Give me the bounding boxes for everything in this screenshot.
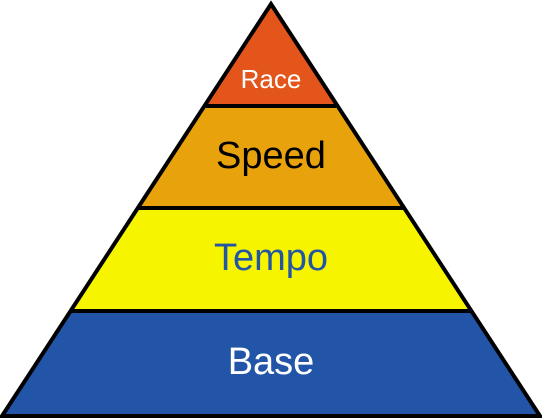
tier-speed-label: Speed (216, 135, 326, 177)
tier-base-band (2, 311, 540, 416)
tier-tempo-label: Tempo (214, 237, 328, 279)
tier-speed-band (138, 106, 404, 208)
tier-race-label: Race (241, 64, 302, 94)
tier-tempo-band (71, 208, 471, 311)
tier-race-band (206, 4, 336, 106)
tier-base-label: Base (228, 341, 315, 383)
